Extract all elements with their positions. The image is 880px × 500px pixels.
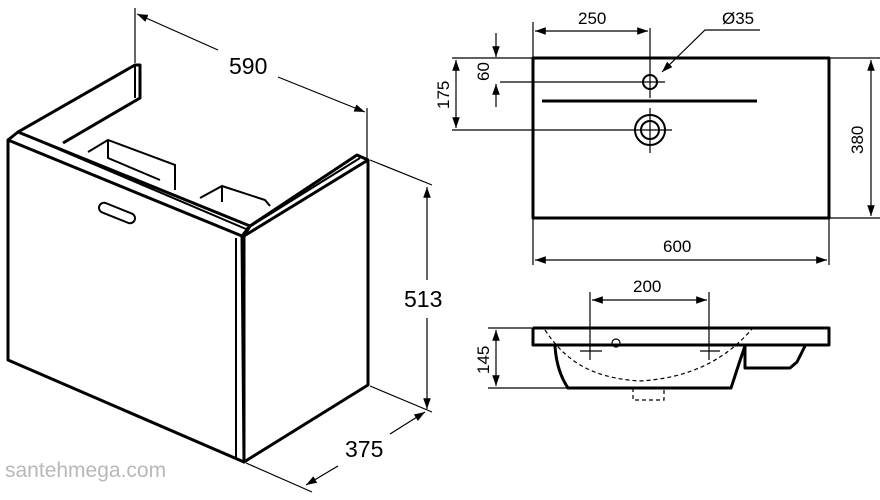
drawer-handle (98, 201, 136, 225)
bowl-inner-hidden (544, 328, 753, 382)
watermark: santehmega.com (5, 459, 166, 482)
cabinet-isometric (6, 63, 370, 464)
tap-depth-label: 60 (474, 62, 493, 81)
fixing-spacing-label: 200 (633, 277, 661, 296)
basin-rim (531, 326, 831, 347)
basin-outline (531, 56, 831, 220)
tap-offset-label: 250 (578, 9, 606, 28)
cabinet-width-label: 590 (229, 53, 267, 79)
drain-depth-label: 175 (434, 81, 453, 109)
basin-width-label: 600 (663, 237, 691, 256)
cabinet-side-panel (242, 158, 370, 464)
cabinet-height-label: 513 (404, 286, 442, 312)
tap-hole-diameter-label: Ø35 (722, 9, 754, 28)
basin-bowl (553, 345, 747, 390)
cabinet-front-panel (6, 138, 246, 464)
basin-top-view (452, 22, 880, 265)
basin-top-dimensions: 250 Ø35 60 175 380 600 (434, 9, 875, 264)
basin-side-view (488, 292, 831, 401)
cabinet-depth-label: 375 (345, 436, 383, 462)
basin-depth-label: 380 (848, 126, 867, 154)
basin-shelf (743, 345, 807, 370)
cabinet-dimensions: 590 513 375 (134, 8, 442, 493)
basin-height-label: 145 (474, 346, 493, 374)
basin-side-dimensions: 200 145 (474, 277, 707, 386)
